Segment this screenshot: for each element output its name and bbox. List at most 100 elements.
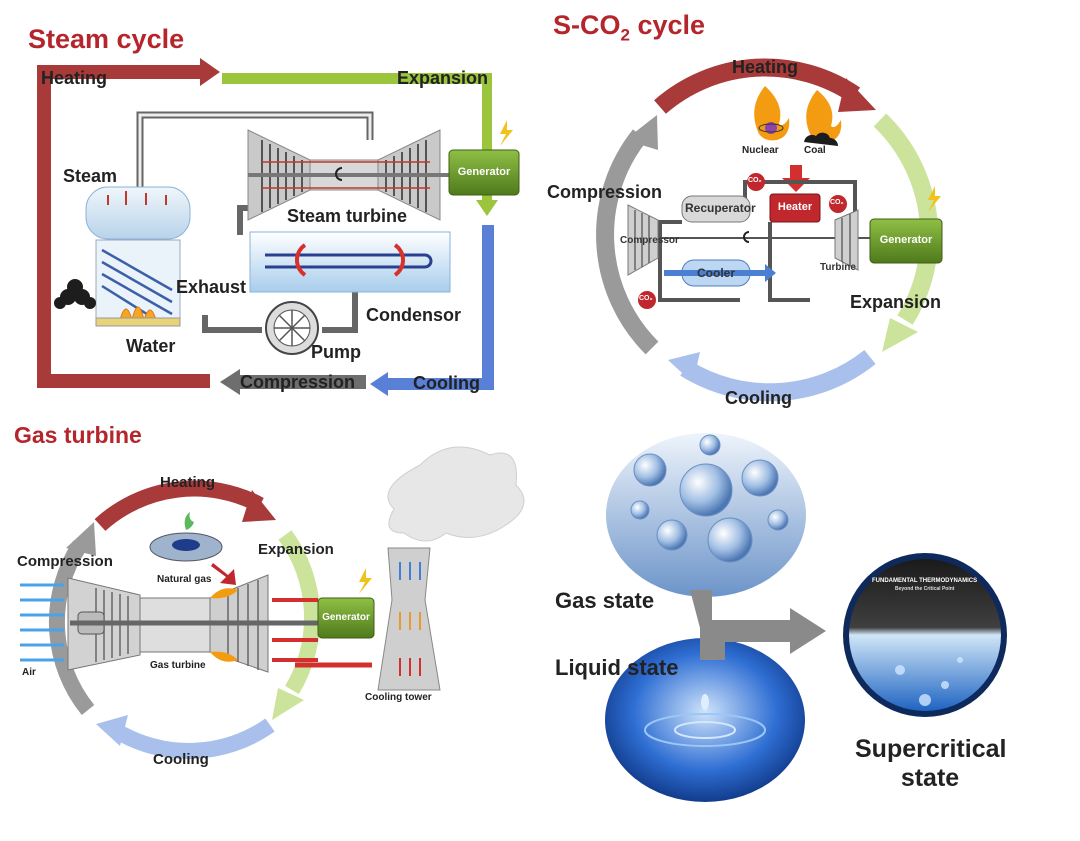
natural-gas-label: Natural gas: [157, 574, 212, 585]
co2-tag-label: CO₂: [830, 199, 844, 206]
steam-generator-label: Generator: [457, 166, 511, 178]
gas-state-label: Gas state: [555, 588, 655, 613]
gas-turbine-body: [67, 574, 320, 673]
steam-compression-arrowhead: [220, 369, 240, 395]
cooler-flow-arrow: [664, 264, 776, 282]
heater-label: Heater: [777, 201, 813, 213]
sco2-cooling-arc: [680, 349, 876, 402]
sco2-title-sub: 2: [620, 25, 630, 45]
sco2-compression-arc: [596, 129, 659, 355]
recuperator-box: [681, 195, 751, 223]
turbine-label: Turbine: [820, 262, 856, 273]
gas-heating-label: Heating: [160, 474, 216, 491]
exhaust-ducts: [272, 598, 318, 662]
condenser-tank: [249, 231, 451, 293]
exhaust-label: Exhaust: [176, 277, 247, 297]
gas-turbine-title: Gas turbine: [14, 422, 142, 448]
liquid-state-sphere: [605, 638, 805, 802]
supercritical-state-sphere: [843, 553, 1007, 717]
cooling-tower: [377, 446, 525, 691]
sco2-compression-arrowhead: [625, 115, 658, 150]
steam-turbine: [247, 129, 455, 221]
steam-heating-arrowhead: [200, 58, 220, 86]
sco2-generator-bolt: [928, 186, 941, 212]
gas-expansion-arrowhead: [272, 688, 304, 720]
sco2-turbine: [834, 209, 859, 271]
steam-cycle-panel: [37, 58, 520, 396]
co2-tag-icon: [747, 173, 765, 191]
sco2-cooling-arrowhead: [668, 352, 700, 383]
sco2-cycle-panel: [596, 58, 943, 402]
sco2-title-end: cycle: [629, 10, 706, 40]
gas-generator-bolt: [359, 568, 372, 594]
gas-generator-label: Generator: [322, 612, 370, 623]
sco2-cycle-title: S-CO2 cycle: [553, 10, 705, 45]
gas-cooling-arc: [110, 718, 275, 759]
boiler: [85, 186, 191, 327]
steam-cycle-title: Steam cycle: [28, 24, 185, 54]
steam-generator-bolt: [500, 120, 513, 146]
sco2-expansion-arrowhead: [882, 318, 918, 352]
heater-box: [769, 193, 821, 223]
sco2-shaft-bearing: [743, 231, 750, 243]
condenser-flow-left: [295, 243, 307, 277]
sco2-heating-label: Heating: [732, 57, 799, 77]
condenser-flow-right: [393, 243, 405, 277]
condenser-coil: [265, 253, 433, 269]
coal-label: Coal: [804, 145, 826, 156]
cooling-tower-label: Cooling tower: [365, 692, 432, 703]
phase-states-panel: [605, 433, 1007, 802]
sco2-expansion-arc: [873, 113, 939, 325]
gas-turbine-label: Gas turbine: [150, 660, 206, 671]
steam-heating-label: Heating: [41, 68, 108, 88]
cooler-label: Cooler: [697, 266, 736, 280]
gas-generator-box: [317, 597, 375, 639]
sco2-generator-box: [869, 218, 943, 264]
steam-cooling-arrowhead: [370, 372, 388, 396]
gas-state-sphere: [606, 433, 806, 597]
supercritical-state-label: Supercritical state: [855, 735, 1007, 793]
gas-compression-label: Compression: [17, 553, 113, 570]
steam-label: Steam: [63, 166, 118, 186]
steam-cooling-arrow: [385, 225, 494, 390]
gas-heating-arc: [94, 480, 264, 531]
coal-flame-icon: [804, 90, 842, 146]
nuclear-label: Nuclear: [742, 145, 779, 156]
sco2-heating-arc: [654, 58, 861, 114]
gas-turbine-panel: [20, 446, 525, 759]
compressor-label: Compressor: [620, 235, 679, 246]
sco2-expansion-label: Expansion: [850, 292, 942, 312]
nuclear-flame-icon: [754, 86, 790, 141]
gas-compression-arrowhead: [66, 522, 96, 556]
steam-pipe-top-inner: [138, 113, 372, 190]
supercritical-line1: Supercritical: [855, 735, 1007, 763]
liquid-state-label: Liquid state: [555, 655, 679, 680]
co2-tag-label: CO₂: [748, 177, 762, 184]
gas-expansion-label: Expansion: [258, 541, 334, 558]
sco2-generator-label: Generator: [879, 234, 933, 246]
steam-expansion-arrowhead: [476, 200, 498, 216]
condensor-label: Condensor: [366, 305, 462, 325]
sco2-compression-label: Compression: [547, 182, 663, 202]
water-label: Water: [126, 336, 176, 356]
gas-cooling-label: Cooling: [153, 751, 209, 768]
gas-cooling-arrowhead: [96, 715, 128, 746]
merge-arrow: [690, 590, 826, 660]
sco2-cooling-label: Cooling: [725, 388, 792, 408]
sco2-compressor: [627, 204, 659, 276]
steam-cooling-label: Cooling: [413, 373, 480, 393]
book-subtitle: Beyond the Critical Point: [895, 586, 955, 592]
steam-compression-arrow: [238, 375, 366, 389]
recuperator-label: Recuperator: [685, 201, 756, 215]
sco2-title-main: S-CO: [553, 10, 621, 40]
heater-input-arrow: [782, 165, 810, 192]
pump: [265, 301, 319, 355]
natural-gas-burner-icon: [149, 512, 223, 562]
book-title: FUNDAMENTAL THERMODYNAMICS: [872, 578, 978, 584]
supercritical-line2: state: [900, 764, 960, 792]
sco2-pipe-loop: [658, 180, 857, 302]
co2-tag-label: CO₂: [639, 295, 653, 302]
sco2-heating-arrowhead: [838, 78, 876, 112]
co2-tag-icon: [829, 195, 847, 213]
